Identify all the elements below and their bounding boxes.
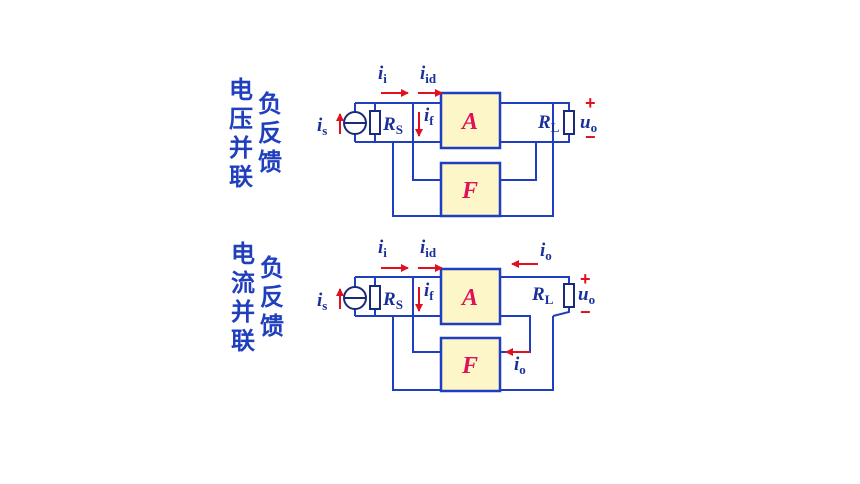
title-char: 联 — [231, 327, 255, 355]
feedback-label: F — [461, 353, 478, 379]
plus-sign: + — [585, 93, 596, 113]
title-char: 负 — [260, 254, 284, 282]
resistor-rl — [563, 110, 575, 135]
feedback-block — [439, 336, 502, 393]
label-rs: RS — [382, 289, 403, 312]
title-column-2: 负 反 馈 — [258, 90, 282, 176]
title-char: 并 — [231, 298, 255, 326]
label-is: is — [317, 290, 327, 313]
title-char: 压 — [229, 105, 253, 133]
diagram-voltage-shunt: 电 压 并 联 负 反 馈 — [229, 63, 597, 218]
title-char: 并 — [229, 134, 253, 162]
title-char: 反 — [258, 119, 282, 147]
label-rl: RL — [537, 112, 560, 135]
title-column-1: 电 压 并 联 — [229, 76, 253, 191]
resistor-rl — [563, 283, 575, 308]
resistor-rs — [369, 285, 381, 310]
title-char: 馈 — [258, 148, 282, 176]
label-if: if — [424, 280, 434, 303]
title-char: 流 — [231, 269, 255, 297]
title-char: 反 — [260, 283, 284, 311]
minus-sign: − — [580, 302, 591, 322]
label-rl: RL — [531, 284, 554, 307]
label-ii: ii — [378, 63, 387, 86]
title-char: 馈 — [260, 312, 284, 340]
title-char: 电 — [231, 240, 255, 268]
label-io-bottom: io — [514, 354, 526, 377]
plus-sign: + — [580, 269, 591, 289]
amplifier-label: A — [460, 285, 478, 311]
amplifier-label: A — [460, 109, 478, 135]
feedback-block — [439, 161, 502, 218]
title-char: 电 — [229, 76, 253, 104]
diagram-current-shunt: 电 流 并 联 负 反 馈 A F — [231, 237, 595, 393]
label-io-top: io — [540, 240, 552, 263]
amplifier-block — [439, 267, 502, 326]
title-char: 联 — [229, 163, 253, 191]
label-if: if — [424, 105, 434, 128]
title-column-1: 电 流 并 联 — [231, 240, 255, 355]
label-iid: iid — [420, 237, 437, 260]
title-column-2: 负 反 馈 — [260, 254, 284, 340]
title-char: 负 — [258, 90, 282, 118]
label-is: is — [317, 115, 327, 138]
feedback-label: F — [461, 178, 478, 204]
label-ii: ii — [378, 237, 387, 260]
current-source — [343, 286, 367, 310]
amplifier-block — [439, 91, 502, 150]
current-source — [343, 111, 367, 135]
label-iid: iid — [420, 63, 437, 86]
resistor-rs — [369, 110, 381, 135]
label-uo: uo — [578, 284, 595, 307]
label-rs: RS — [382, 114, 403, 137]
label-uo: uo — [580, 112, 597, 135]
minus-sign: − — [585, 127, 596, 147]
